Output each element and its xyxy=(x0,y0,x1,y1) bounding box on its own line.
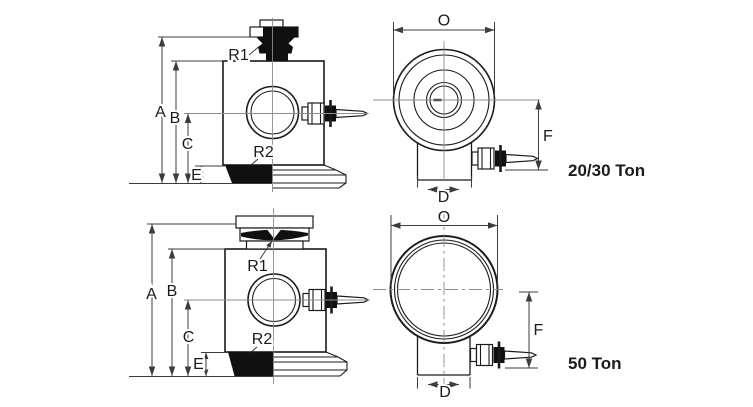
leader-r2 xyxy=(250,158,259,166)
dim-label-o: O xyxy=(438,13,450,30)
load-button-bulge xyxy=(258,43,293,54)
load-button-stem xyxy=(266,53,288,62)
dim-label-r2: R2 xyxy=(253,144,274,161)
base-flange-outline xyxy=(323,164,347,189)
leader-r2 xyxy=(250,346,258,353)
dim-label-r1: R1 xyxy=(228,47,249,64)
front-view-50-ton: O F D xyxy=(373,207,546,403)
dim-label-f: F xyxy=(543,128,553,145)
dim-label-e: E xyxy=(191,167,202,184)
caption-50-ton: 50 Ton xyxy=(568,354,622,373)
base-flange-outline xyxy=(325,351,348,377)
neck-ring xyxy=(245,240,304,250)
top-button xyxy=(259,19,284,28)
leader-r1 xyxy=(259,240,273,260)
dim-label-a: A xyxy=(155,104,166,121)
front-view-20-30-ton: O F D xyxy=(373,11,555,208)
dim-label-e: E xyxy=(193,356,204,373)
side-view-50-ton: A B C E R1 R2 xyxy=(129,208,370,384)
caption-20-30-ton: 20/30 Ton xyxy=(568,161,645,180)
side-view-20-30-ton: A B C E R1 R2 xyxy=(129,18,369,192)
front-connector xyxy=(469,340,538,370)
top-plate xyxy=(235,215,314,229)
rocker-bar-black xyxy=(263,27,298,37)
front-connector xyxy=(470,143,539,174)
base-section-black xyxy=(228,352,274,376)
dim-label-d: D xyxy=(438,189,450,206)
dim-label-f: F xyxy=(534,322,544,339)
dim-label-r2: R2 xyxy=(252,331,273,348)
load-button-cap xyxy=(256,37,295,44)
dim-label-d: D xyxy=(439,384,451,401)
base-section-black xyxy=(225,165,273,183)
dim-label-a: A xyxy=(146,286,157,303)
leader-r1 xyxy=(248,46,260,56)
dim-label-b: B xyxy=(167,283,178,300)
washer-notch xyxy=(267,229,281,239)
dim-label-c: C xyxy=(182,136,194,153)
dim-label-r1: R1 xyxy=(247,258,268,275)
dim-label-o: O xyxy=(438,209,450,226)
dim-label-c: C xyxy=(183,329,195,346)
dim-label-b: B xyxy=(170,110,181,127)
